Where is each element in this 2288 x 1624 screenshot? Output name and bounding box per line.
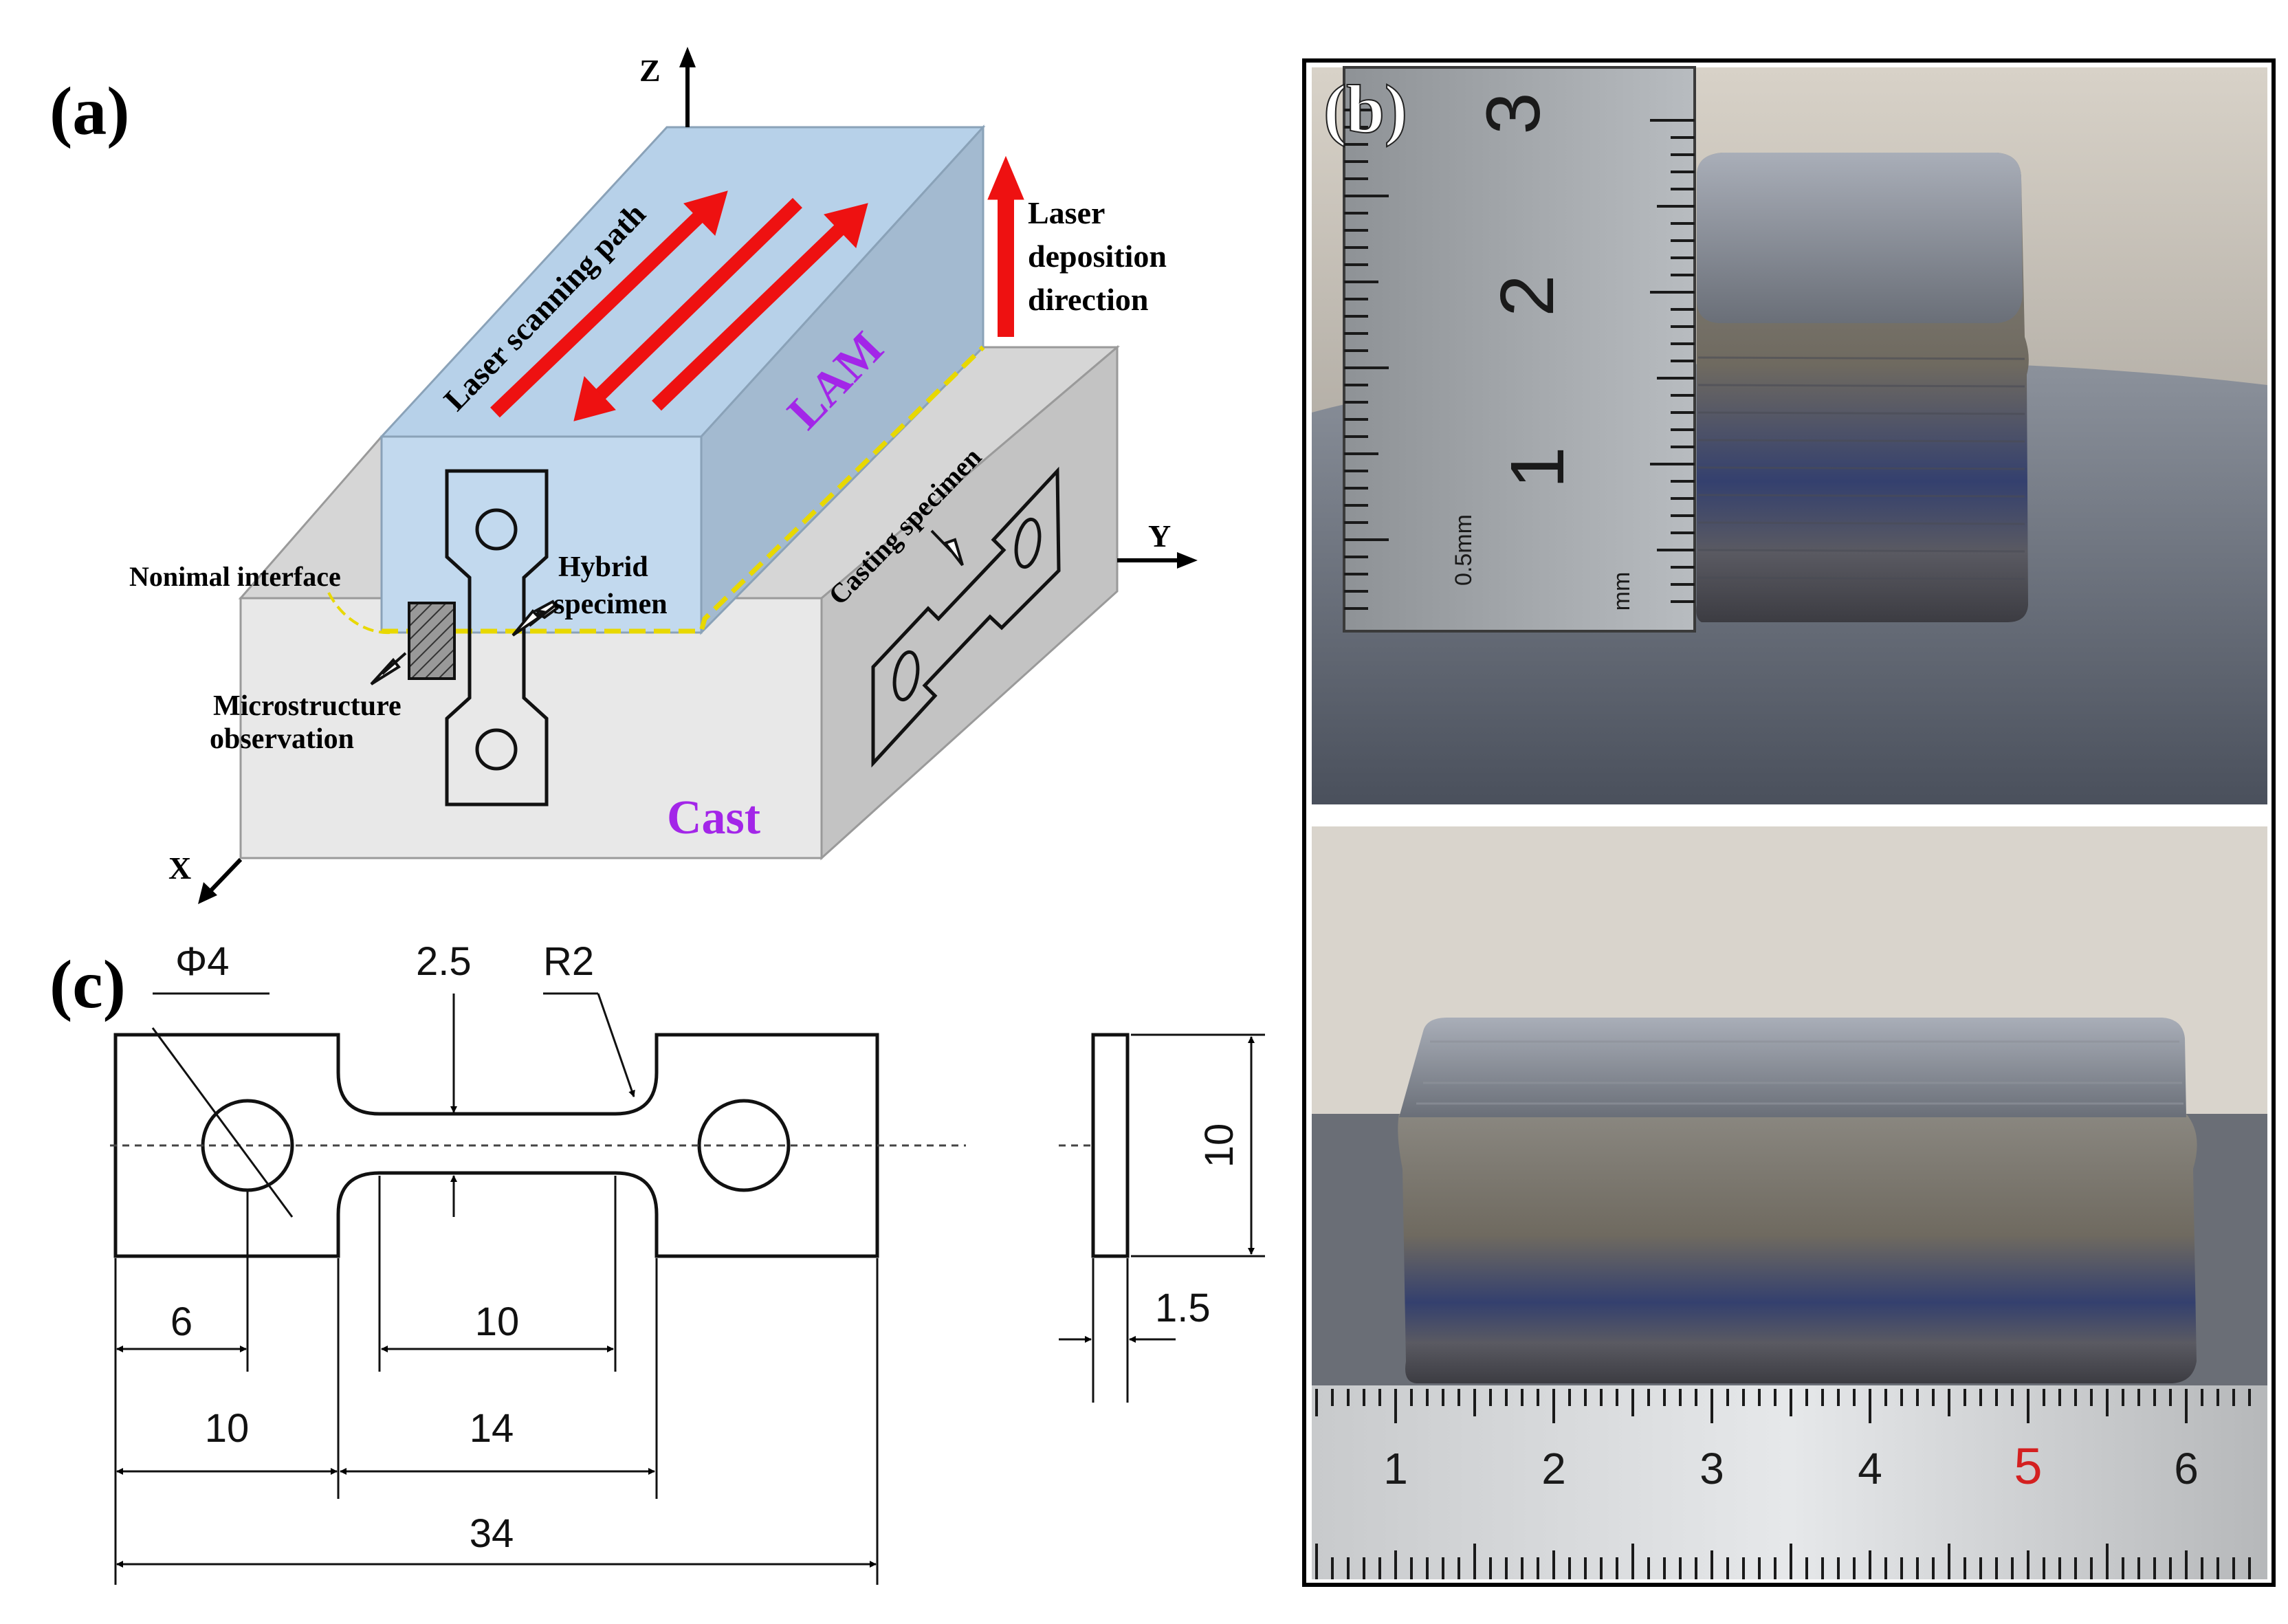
deposition-label-line3: direction	[1028, 282, 1148, 317]
dim-total-length: 34	[470, 1511, 514, 1556]
axis-z-label: Z	[639, 53, 661, 88]
interface-line	[382, 345, 985, 634]
panel-a: (a)	[50, 47, 1198, 904]
bottom-ruler-ticks	[1315, 1389, 2251, 1579]
panel-c: (c)	[50, 939, 1265, 1585]
specimen-top-view	[113, 1033, 879, 1258]
top-ruler-number-3: 3	[1471, 92, 1556, 134]
bottom-ruler-number-1: 1	[1383, 1444, 1408, 1493]
axis-x-label: X	[168, 851, 191, 886]
panel-b: 3 2 1 0.5mm mm	[1302, 58, 2276, 1587]
axis-y-label: Y	[1148, 518, 1171, 553]
specimen-side-view	[1091, 1033, 1130, 1258]
cast-label: Cast	[667, 791, 760, 844]
dimension-lines	[114, 992, 1265, 1585]
top-photo-layers	[1697, 356, 2025, 580]
bottom-photo-layers	[1416, 1040, 2184, 1105]
dim-thickness: 1.5	[1155, 1286, 1211, 1330]
photo-bottom: 1 2 3 4 5 6	[1312, 826, 2267, 1579]
dim-hole-offset: 6	[170, 1299, 192, 1344]
bottom-photo-block-top	[1399, 1018, 2186, 1117]
cast-block-right-face	[820, 344, 1119, 861]
dim-shoulder: 10	[205, 1406, 250, 1451]
bottom-ruler-number-5: 5	[2014, 1438, 2042, 1495]
dim-neck-length: 14	[470, 1406, 514, 1451]
top-ruler-ticks	[1344, 109, 1695, 610]
deposition-label-line2: deposition	[1028, 239, 1167, 274]
deposition-label-line1: Laser	[1028, 195, 1105, 230]
dim-phi: Φ4	[175, 939, 230, 984]
top-photo-block-top	[1697, 153, 2023, 323]
laser-arrows	[490, 155, 1024, 421]
bottom-ruler-number-3: 3	[1700, 1444, 1724, 1493]
panel-b-label: (b)	[1323, 71, 1407, 147]
micro-label-line2: observation	[210, 723, 354, 755]
microstructure-box	[408, 602, 456, 680]
axes	[198, 47, 1198, 904]
hole-right	[697, 1099, 791, 1192]
interface-label: Nonimal interface	[129, 561, 341, 592]
pointer-arrows	[370, 529, 964, 685]
bottom-ruler-number-2: 2	[1541, 1444, 1566, 1493]
bottom-ruler-number-6: 6	[2174, 1444, 2199, 1493]
top-ruler-number-2: 2	[1485, 274, 1570, 316]
dim-gauge-length: 10	[475, 1299, 520, 1344]
dim-neck-gap: 2.5	[416, 939, 472, 984]
casting-specimen-outline	[871, 466, 1061, 768]
top-ruler-number-1: 1	[1495, 446, 1580, 488]
panel-c-label: (c)	[50, 946, 126, 1022]
hybrid-label-line1: Hybrid	[558, 551, 648, 583]
top-ruler-unit-text: mm	[1609, 572, 1635, 611]
micro-label-line1: Microstructure	[213, 690, 402, 722]
photo-divider	[1312, 804, 2267, 826]
hybrid-label-line2: specimen	[553, 589, 668, 620]
top-ruler-scale-text: 0.5mm	[1451, 514, 1477, 586]
interface-leader	[327, 592, 391, 635]
hybrid-specimen-outline	[445, 469, 549, 806]
top-ruler	[1343, 66, 1696, 633]
dim-radius: R2	[543, 939, 594, 984]
bottom-photo-block-side	[1398, 1114, 2197, 1383]
bottom-ruler-number-4: 4	[1858, 1444, 1882, 1493]
panel-a-label: (a)	[50, 73, 130, 149]
dim-height: 10	[1197, 1123, 1242, 1168]
photo-top: 3 2 1 0.5mm mm	[1312, 66, 2267, 804]
